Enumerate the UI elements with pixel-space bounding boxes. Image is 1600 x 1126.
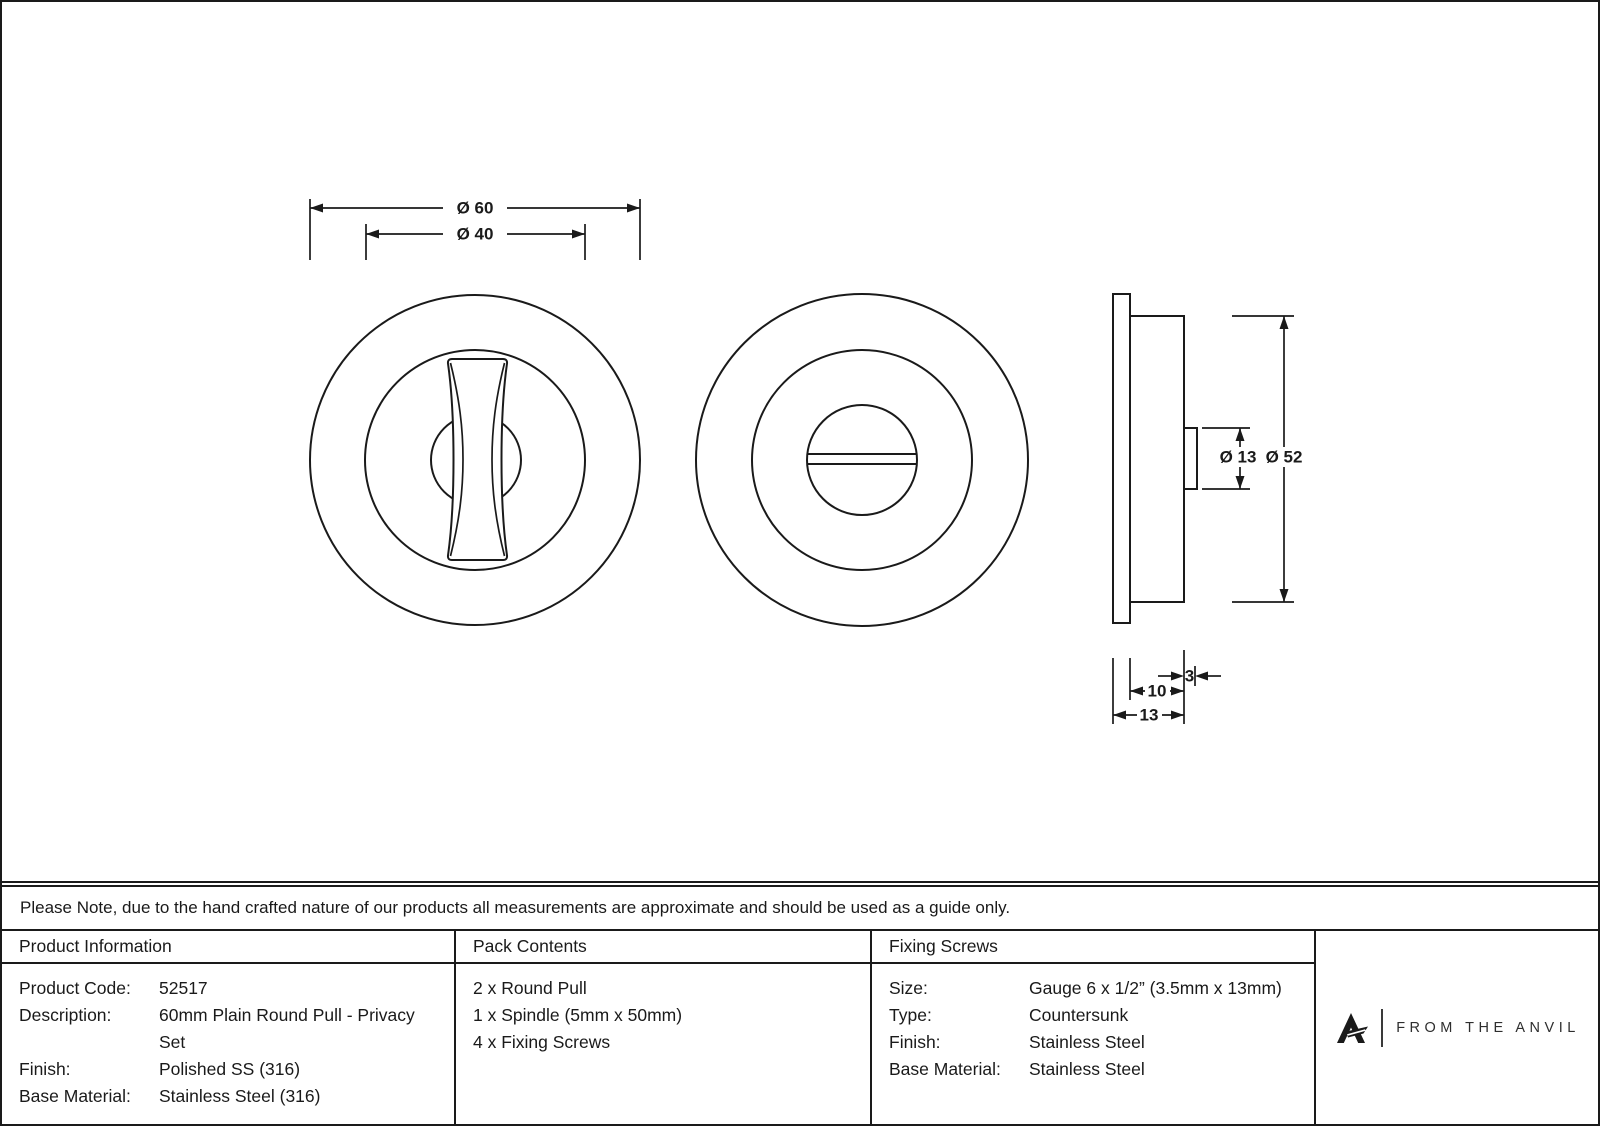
dim-depth-13: 13 bbox=[1112, 650, 1185, 725]
dim-depth-10: 10 bbox=[1129, 658, 1184, 701]
fixing-screws-header: Fixing Screws bbox=[872, 931, 1314, 964]
thumbturn-outline bbox=[446, 358, 509, 561]
double-rule-divider bbox=[2, 881, 1598, 887]
row-value: Stainless Steel bbox=[1029, 1059, 1145, 1079]
back-recess-circle bbox=[751, 349, 973, 571]
back-hub-circle bbox=[806, 404, 918, 516]
dim-label-depth13: 13 bbox=[1140, 706, 1159, 725]
logo-divider bbox=[1381, 1008, 1384, 1047]
front-view-thumbturn bbox=[309, 294, 641, 626]
dim-label-d60: Ø 60 bbox=[457, 199, 494, 218]
row-value: 52517 bbox=[159, 978, 208, 998]
table-row: Type: Countersunk bbox=[889, 1002, 1304, 1029]
dim-diameter-40: Ø 40 bbox=[365, 223, 586, 260]
fixing-screws-title: Fixing Screws bbox=[889, 936, 998, 956]
anvil-a-icon bbox=[1337, 1012, 1369, 1043]
product-information-section: Product Information Product Code: 52517 … bbox=[2, 931, 456, 1124]
table-row: Finish: Polished SS (316) bbox=[19, 1056, 444, 1083]
pack-contents-title: Pack Contents bbox=[473, 936, 587, 956]
row-label: Description: bbox=[19, 1005, 112, 1025]
measurement-note-text: Please Note, due to the hand crafted nat… bbox=[20, 898, 1011, 917]
brand-logo-cell: FROM THE ANVIL bbox=[1316, 931, 1598, 1124]
side-body-rect bbox=[1129, 315, 1185, 603]
product-information-header: Product Information bbox=[2, 931, 454, 964]
row-value: Stainless Steel (316) bbox=[159, 1086, 321, 1106]
table-row: Base Material: Stainless Steel bbox=[889, 1056, 1304, 1083]
dim-label-depth10: 10 bbox=[1148, 682, 1167, 701]
thumbturn-left-bevel bbox=[449, 362, 464, 557]
pack-contents-body: 2 x Round Pull 1 x Spindle (5mm x 50mm) … bbox=[456, 964, 870, 1056]
dim-diameter-60: Ø 60 bbox=[309, 197, 641, 260]
list-item: 1 x Spindle (5mm x 50mm) bbox=[473, 1005, 683, 1025]
row-value: Countersunk bbox=[1029, 1005, 1129, 1025]
product-information-title: Product Information bbox=[19, 936, 172, 956]
brand-wordmark: FROM THE ANVIL bbox=[1396, 1019, 1580, 1036]
list-item: 4 x Fixing Screws bbox=[473, 1032, 611, 1052]
front-recess-circle bbox=[364, 349, 586, 571]
dim-label-depth3: 3 bbox=[1185, 667, 1194, 686]
row-label: Base Material: bbox=[889, 1059, 1001, 1079]
measurement-note: Please Note, due to the hand crafted nat… bbox=[2, 887, 1598, 929]
side-hub-rect bbox=[1183, 427, 1198, 490]
table-row: Description: 60mm Plain Round Pull - Pri… bbox=[19, 1002, 444, 1056]
dim-depth-3: 3 bbox=[1158, 666, 1221, 686]
pack-contents-header: Pack Contents bbox=[456, 931, 870, 964]
dim-label-d52: Ø 52 bbox=[1266, 448, 1303, 467]
dim-diameter-13: Ø 13 bbox=[1202, 427, 1260, 490]
row-label: Base Material: bbox=[19, 1086, 131, 1106]
fixing-screws-section: Fixing Screws Size: Gauge 6 x 1/2” (3.5m… bbox=[872, 931, 1316, 1124]
from-the-anvil-logo: FROM THE ANVIL bbox=[1334, 1008, 1580, 1047]
thumbturn-right-bevel bbox=[491, 362, 506, 557]
row-label: Finish: bbox=[889, 1032, 941, 1052]
table-row: Product Code: 52517 bbox=[19, 975, 444, 1002]
list-item: 2 x Round Pull bbox=[473, 978, 587, 998]
dim-diameter-52: Ø 52 bbox=[1232, 315, 1306, 603]
table-row: Base Material: Stainless Steel (316) bbox=[19, 1083, 444, 1110]
side-flange-rect bbox=[1112, 293, 1131, 624]
technical-drawing-svg: Ø 60 Ø 40 bbox=[309, 197, 1306, 725]
row-value: Stainless Steel bbox=[1029, 1032, 1145, 1052]
front-outer-rose-circle bbox=[309, 294, 641, 626]
row-label: Type: bbox=[889, 1005, 932, 1025]
side-view bbox=[1112, 293, 1198, 624]
table-row: Finish: Stainless Steel bbox=[889, 1029, 1304, 1056]
row-value: Polished SS (316) bbox=[159, 1059, 301, 1079]
dim-label-d40: Ø 40 bbox=[457, 225, 494, 244]
back-outer-rose-circle bbox=[695, 293, 1029, 627]
row-value: Gauge 6 x 1/2” (3.5mm x 13mm) bbox=[1029, 978, 1282, 998]
pack-contents-section: Pack Contents 2 x Round Pull 1 x Spindle… bbox=[456, 931, 872, 1124]
product-information-body: Product Code: 52517 Description: 60mm Pl… bbox=[2, 964, 454, 1110]
row-label: Finish: bbox=[19, 1059, 71, 1079]
product-info-table: Product Information Product Code: 52517 … bbox=[2, 929, 1598, 1124]
fixing-screws-body: Size: Gauge 6 x 1/2” (3.5mm x 13mm) Type… bbox=[872, 964, 1314, 1083]
row-value: 60mm Plain Round Pull - Privacy Set bbox=[159, 1005, 415, 1052]
row-label: Size: bbox=[889, 978, 928, 998]
table-row: Size: Gauge 6 x 1/2” (3.5mm x 13mm) bbox=[889, 975, 1304, 1002]
dim-label-d13: Ø 13 bbox=[1220, 448, 1257, 467]
row-label: Product Code: bbox=[19, 978, 131, 998]
front-view-coin-slot bbox=[695, 293, 1029, 627]
technical-drawing-area: Ø 60 Ø 40 bbox=[2, 2, 1598, 881]
